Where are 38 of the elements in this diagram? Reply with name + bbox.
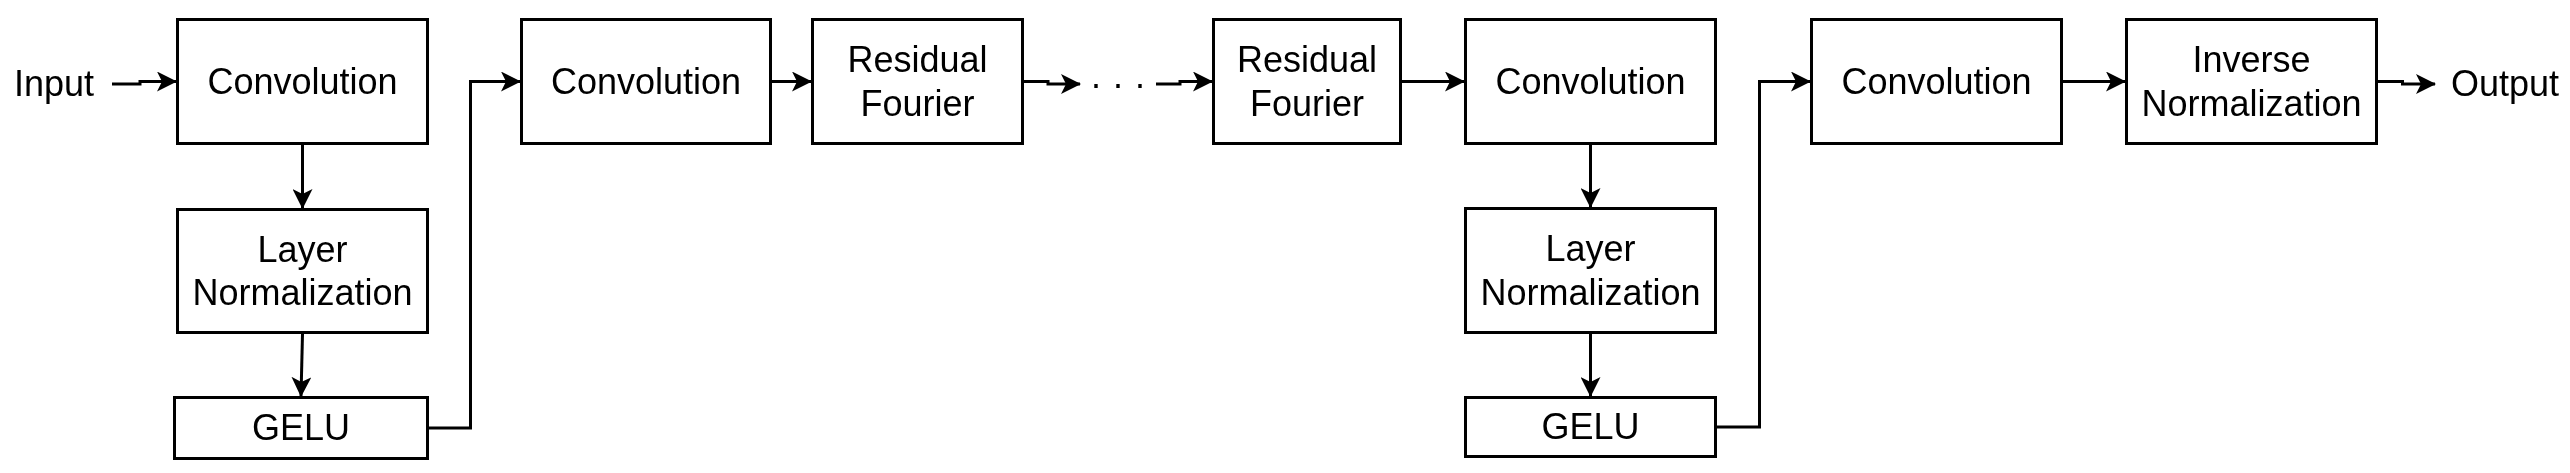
box-label: Convolution [1841,59,2032,104]
arrow [1156,71,1213,92]
arrow [1024,74,1081,94]
box-label: Inverse Normalization [2140,38,2363,125]
process-box [811,18,1024,145]
arrow [2378,74,2436,94]
process-box [173,396,429,460]
box-label: Convolution [207,59,398,104]
arrow [2063,71,2126,92]
arrow [1402,71,1465,92]
process-box [1464,207,1717,334]
arrow [772,71,812,92]
process-box [176,18,429,145]
arrow [429,71,521,430]
process-box [520,18,772,145]
process-box [2125,18,2378,145]
box-label: Residual Fourier [1235,38,1379,125]
box-label: Layer Normalization [191,227,414,315]
arrow [292,145,313,209]
box-label: Residual Fourier [846,38,989,125]
flow-label: Output [2450,62,2560,106]
box-label: Layer Normalization [1479,227,1702,314]
box-label: GELU [251,406,350,450]
flow-label: Input [13,62,95,106]
box-label: Convolution [1495,59,1686,104]
box-label: Convolution [550,59,742,104]
process-box [1810,18,2063,145]
flow-label: · · · [1090,62,1146,106]
box-label: GELU [1541,405,1640,449]
arrow [1717,71,1811,429]
process-box [1212,18,1402,145]
process-box [1464,396,1717,458]
arrow [1580,145,1601,208]
arrow [112,71,177,92]
process-box [1464,18,1717,145]
arrow [291,333,312,397]
arrow [1580,334,1601,397]
process-box [176,208,429,334]
